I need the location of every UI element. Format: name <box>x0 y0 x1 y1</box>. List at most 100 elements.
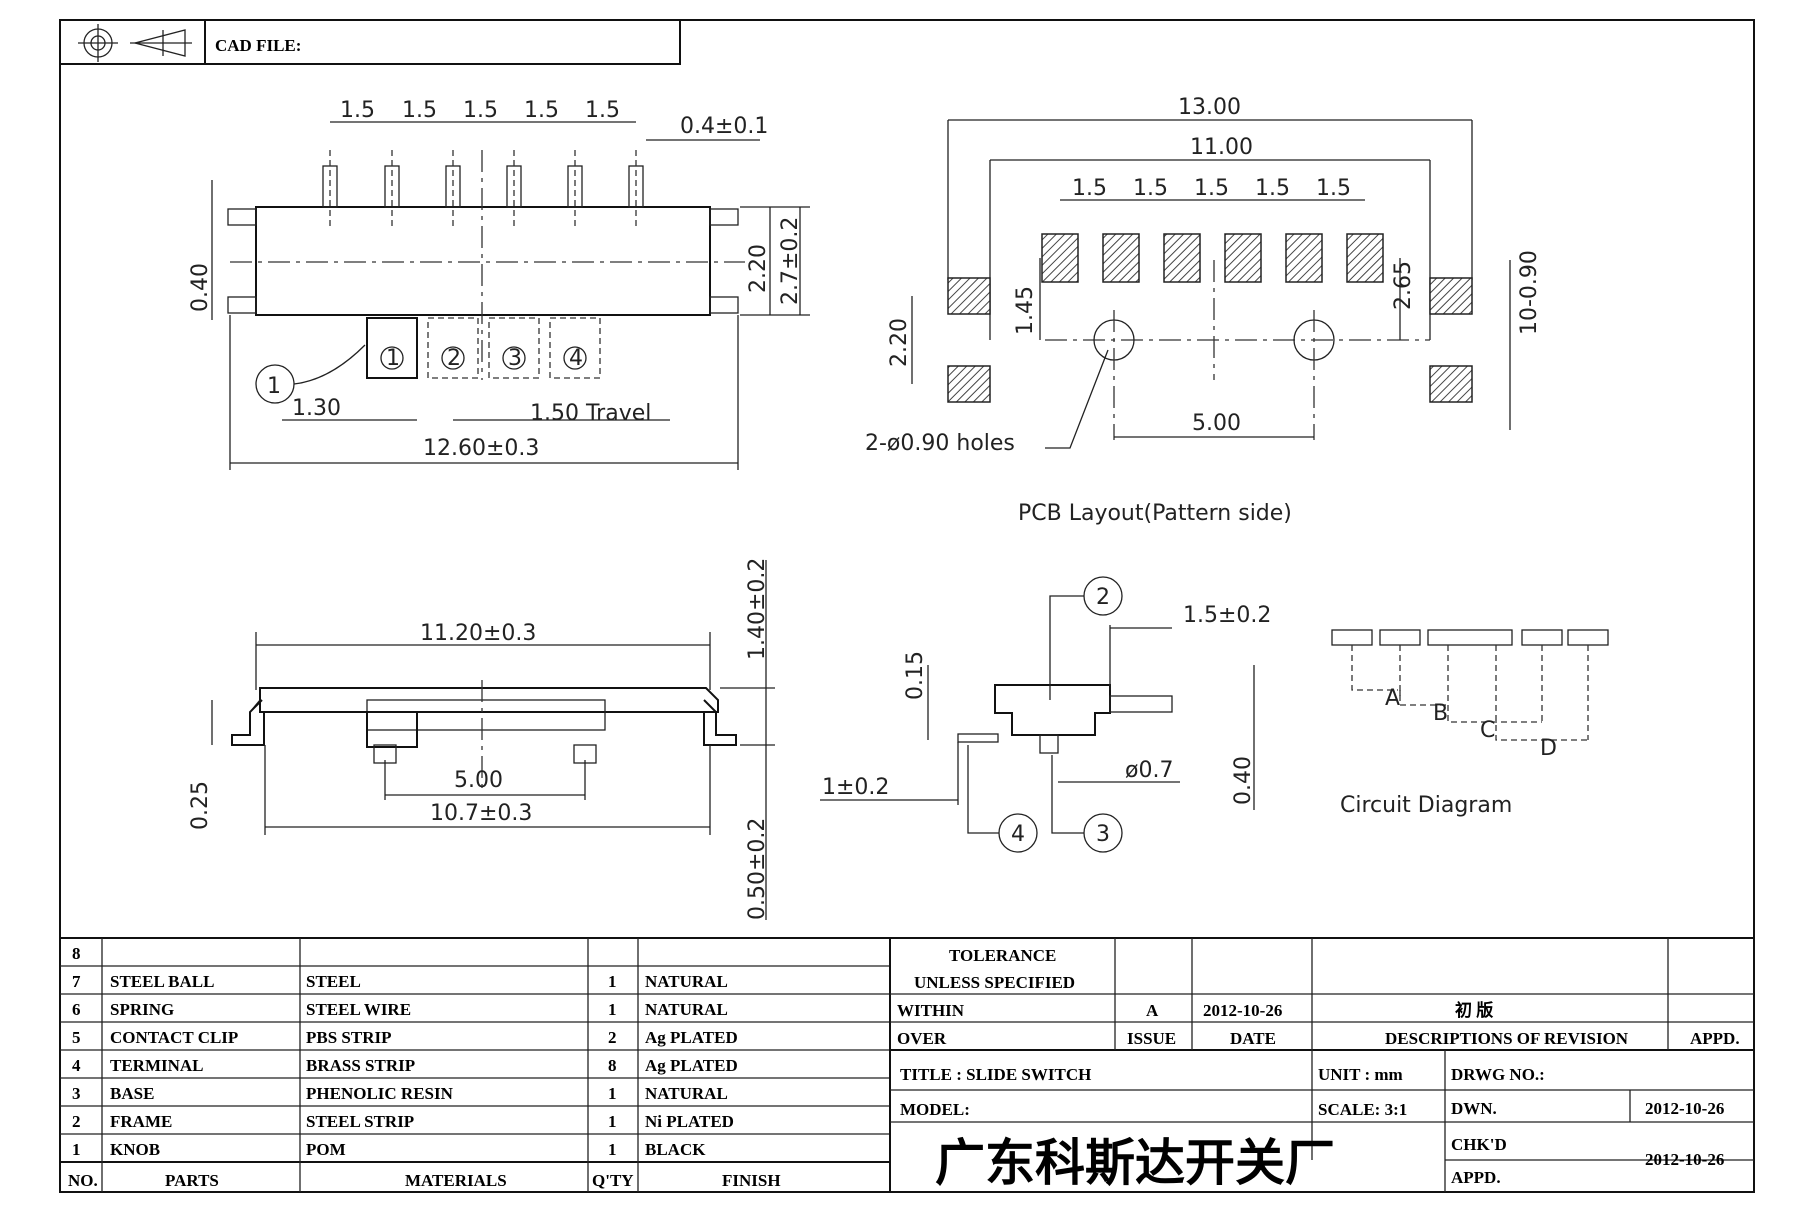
circuit-diagram: A B C D Circuit Diagram <box>1331 629 1609 818</box>
bom-cell-finish: BLACK <box>645 1140 706 1159</box>
side-top-gap: 0.15 <box>903 651 928 700</box>
bom-cell-part: CONTACT CLIP <box>110 1028 238 1047</box>
bom-cell-material: PBS STRIP <box>306 1028 392 1047</box>
circuit-caption: Circuit Diagram <box>1340 793 1512 818</box>
date-label: DATE <box>1230 1029 1276 1048</box>
revision-desc: 初 版 <box>1455 1000 1493 1020</box>
bom-cell-qty: 8 <box>608 1056 617 1075</box>
issue-label: ISSUE <box>1127 1029 1176 1048</box>
bom-cell-material: STEEL <box>306 972 361 991</box>
within-label: WITHIN <box>897 1001 965 1020</box>
offset-dim: 1.30 <box>292 396 341 421</box>
svg-text:4: 4 <box>569 346 583 371</box>
travel-dim: 1.50 Travel <box>530 401 651 426</box>
bom-cell-part: TERMINAL <box>110 1056 204 1075</box>
bom-header-no: NO. <box>68 1171 98 1190</box>
appd-label: APPD. <box>1690 1029 1740 1048</box>
side-foot: 1±0.2 <box>822 775 889 800</box>
circuit-label-a: A <box>1385 686 1400 711</box>
pcb-pitch-2: 1.5 <box>1133 176 1168 201</box>
pcb-pad-to-row: 2.65 <box>1391 261 1416 310</box>
bom-cell-part: FRAME <box>110 1112 172 1131</box>
bom-cell-finish: Ag PLATED <box>645 1028 738 1047</box>
scale-label: SCALE: 3:1 <box>1318 1100 1407 1119</box>
bom-cell-qty: 1 <box>608 972 617 991</box>
pcb-pad-span: 11.00 <box>1190 135 1253 160</box>
bom-cell-no: 3 <box>72 1084 81 1103</box>
pcb-pitch-4: 1.5 <box>1255 176 1290 201</box>
model-label: MODEL: <box>900 1100 970 1119</box>
bom-header-parts: PARTS <box>165 1171 219 1190</box>
bom-cell-no: 2 <box>72 1112 81 1131</box>
front-foot-thickness: 0.25 <box>188 781 213 830</box>
front-body-length: 11.20±0.3 <box>420 621 536 646</box>
bom-cell-no: 1 <box>72 1140 81 1159</box>
bom-cell-material: STEEL STRIP <box>306 1112 414 1131</box>
date-value: 2012-10-26 <box>1203 1001 1282 1020</box>
bom-row: 8 <box>72 944 81 963</box>
bom-cell-qty: 1 <box>608 1112 617 1131</box>
pcb-pitch-5: 1.5 <box>1316 176 1351 201</box>
cad-file-label: CAD FILE: <box>215 36 301 55</box>
bom-cell-material: POM <box>306 1140 346 1159</box>
pcb-pad-to-hole: 1.45 <box>1013 286 1038 335</box>
pitch-1: 1.5 <box>340 98 375 123</box>
desc-label: DESCRIPTIONS OF REVISION <box>1385 1029 1629 1048</box>
bom-cell-finish: Ni PLATED <box>645 1112 734 1131</box>
bom-cell-qty: 1 <box>608 1000 617 1019</box>
chk-date: 2012-10-26 <box>1645 1150 1724 1169</box>
body-height-dim: 2.20 <box>746 244 771 293</box>
pcb-overall-width: 13.00 <box>1178 95 1241 120</box>
front-height-top: 1.40±0.2 <box>745 558 770 660</box>
side-height: 0.40 <box>1231 756 1256 805</box>
overall-height-dim: 2.7±0.2 <box>778 217 803 305</box>
bom-cell-part: KNOB <box>110 1140 160 1159</box>
bom-row: 2 FRAME STEEL STRIP 1 Ni PLATED <box>72 1112 734 1131</box>
circuit-label-c: C <box>1480 718 1495 743</box>
drawing-title: TITLE : SLIDE SWITCH <box>900 1065 1091 1084</box>
circuit-label-d: D <box>1540 736 1557 761</box>
bom-cell-part: STEEL BALL <box>110 972 214 991</box>
pcb-side-pad-width: 10-0.90 <box>1517 250 1542 335</box>
left-height-dim: 0.40 <box>188 263 213 312</box>
bom-header-finish: FINISH <box>722 1171 781 1190</box>
front-peg-length: 0.50±0.2 <box>745 818 770 920</box>
svg-text:1: 1 <box>386 346 400 371</box>
unit-label: UNIT : mm <box>1318 1065 1403 1084</box>
sheet-border <box>59 19 1755 1193</box>
overall-length-dim: 12.60±0.3 <box>423 436 539 461</box>
pitch-5: 1.5 <box>585 98 620 123</box>
side-view: 2 1.5±0.2 0.15 1±0.2 ø0.7 0.40 4 3 <box>820 576 1271 853</box>
drwg-no-label: DRWG NO.: <box>1451 1065 1545 1084</box>
pins <box>322 165 644 208</box>
svg-text:3: 3 <box>508 346 522 371</box>
over-label: OVER <box>897 1029 947 1048</box>
chkd-label: CHK'D <box>1451 1135 1507 1154</box>
bom-cell-no: 5 <box>72 1028 81 1047</box>
bom-cell-no: 4 <box>72 1056 81 1075</box>
appd-row-label: APPD. <box>1451 1168 1501 1187</box>
bom-cell-no: 6 <box>72 1000 81 1019</box>
pcb-caption: PCB Layout(Pattern side) <box>1018 501 1292 526</box>
bom-cell-material: STEEL WIRE <box>306 1000 411 1019</box>
bom-cell-finish: NATURAL <box>645 1084 728 1103</box>
side-knob-length: 1.5±0.2 <box>1183 603 1271 628</box>
projection-symbol-icon <box>78 24 192 62</box>
side-peg-dia: ø0.7 <box>1125 758 1173 783</box>
pitch-4: 1.5 <box>524 98 559 123</box>
pitch-3: 1.5 <box>463 98 498 123</box>
bom-cell-material: BRASS STRIP <box>306 1056 415 1075</box>
pcb-layout: 13.00 11.00 1.5 1.5 1.5 1.5 1.5 <box>865 95 1542 526</box>
bom-cell-finish: Ag PLATED <box>645 1056 738 1075</box>
issue-value: A <box>1146 1001 1159 1020</box>
pcb-pitch-1: 1.5 <box>1072 176 1107 201</box>
bom-row: 4 TERMINAL BRASS STRIP 8 Ag PLATED <box>72 1056 738 1075</box>
front-peg-spacing: 5.00 <box>454 768 503 793</box>
side-balloon-4: 4 <box>1011 822 1025 847</box>
balloon-1: 1 <box>267 374 281 399</box>
pcb-hole-spacing: 5.00 <box>1192 411 1241 436</box>
pcb-holes-note: 2-ø0.90 holes <box>865 431 1015 456</box>
top-view: 1 2 3 4 1 1.5 1.5 1.5 1.5 1.5 0.4±0.1 0.… <box>188 98 810 470</box>
